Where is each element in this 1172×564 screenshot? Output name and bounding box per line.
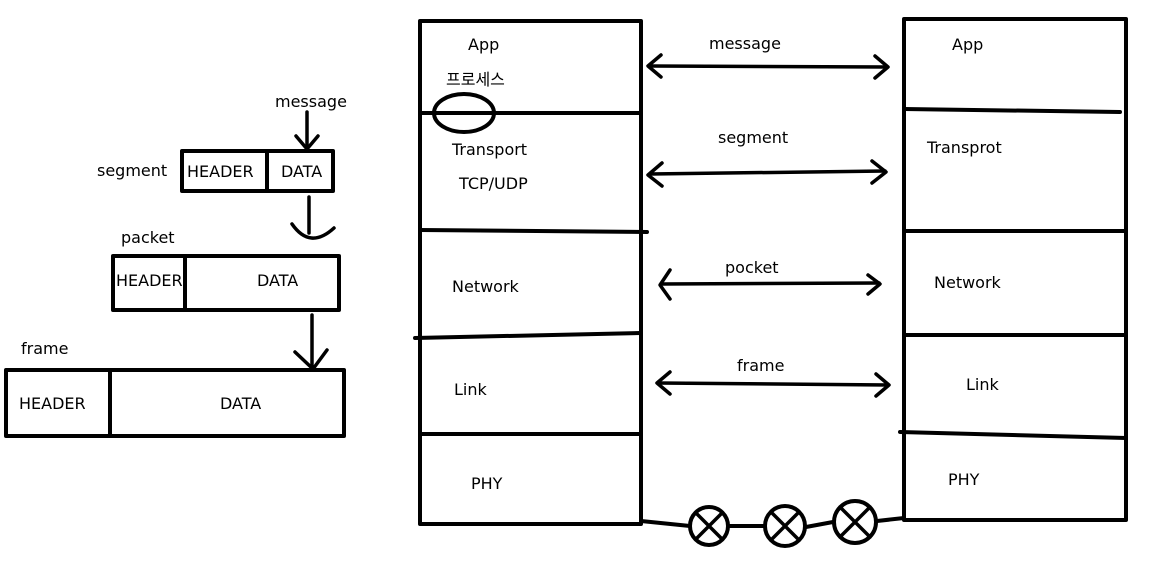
- peer-label-frame: frame: [737, 356, 784, 375]
- segment-data-cell: DATA: [281, 162, 322, 181]
- right-layer-app: App: [952, 35, 983, 54]
- left-stack-frame: [413, 19, 649, 526]
- segment-header-cell: HEADER: [187, 162, 254, 181]
- frame-box: [4, 368, 346, 438]
- frame-data-cell: DATA: [220, 394, 261, 413]
- peer-label-message: message: [709, 34, 781, 53]
- left-layer-app-process: 프로세스: [446, 70, 505, 89]
- peer-label-pocket: pocket: [725, 258, 779, 277]
- peer-arrow-message: [646, 53, 890, 80]
- left-layer-transport-protocols: TCP/UDP: [458, 174, 528, 193]
- packet-label: packet: [121, 228, 175, 247]
- left-layer-network: Network: [452, 277, 520, 296]
- left-layer-app: App: [468, 35, 499, 54]
- packet-to-frame-arrow: [293, 313, 329, 371]
- frame-header-cell: HEADER: [19, 394, 86, 413]
- physical-link-line: [639, 516, 906, 529]
- frame-label: frame: [21, 339, 68, 358]
- packet-box: [111, 254, 341, 312]
- left-layer-phy: PHY: [471, 474, 503, 493]
- segment-to-packet-arrow: [290, 195, 336, 240]
- packet-header-cell: HEADER: [116, 271, 183, 290]
- message-label: message: [275, 92, 347, 111]
- medium-node-1: [688, 505, 730, 547]
- left-layer-transport: Transport: [451, 140, 527, 159]
- right-layer-link: Link: [966, 375, 1000, 394]
- peer-label-segment: segment: [718, 128, 788, 147]
- right-layer-transport: Transprot: [926, 138, 1002, 157]
- process-ellipse: [432, 92, 496, 134]
- right-stack-frame: [898, 17, 1128, 522]
- segment-box: [180, 149, 335, 193]
- message-down-arrow: [294, 110, 320, 151]
- peer-arrow-pocket: [658, 268, 882, 301]
- peer-arrow-segment: [646, 159, 888, 188]
- left-layer-link: Link: [454, 380, 488, 399]
- medium-node-2: [763, 504, 807, 548]
- packet-data-cell: DATA: [257, 271, 298, 290]
- peer-arrow-frame: [655, 370, 891, 398]
- segment-label: segment: [97, 161, 167, 180]
- medium-node-3: [832, 499, 878, 545]
- right-layer-phy: PHY: [948, 470, 980, 489]
- right-layer-network: Network: [934, 273, 1002, 292]
